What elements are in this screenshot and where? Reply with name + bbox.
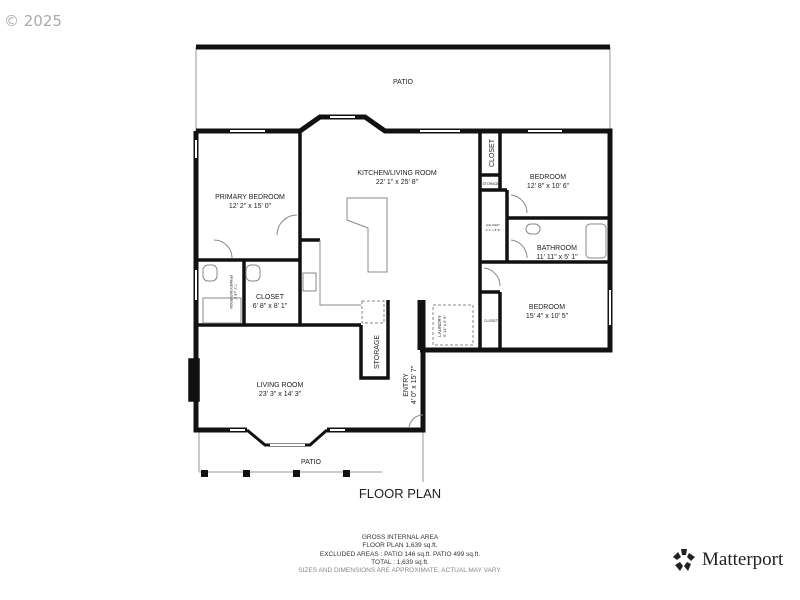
area-excluded: EXCLUDED AREAS : PATIO 146 sq.ft. PATIO … (319, 550, 481, 558)
room-storage-small: STORAGE (482, 182, 500, 186)
stove (302, 272, 317, 292)
room-primary-bathroom-dims: 7' 2" x 8' 1" (233, 284, 237, 300)
room-entry-name: ENTRY (403, 373, 410, 397)
sink (202, 264, 218, 282)
area-summary: GROSS INTERNAL AREA FLOOR PLAN 1,639 sq.… (200, 534, 600, 575)
room-closet-dims: 6' 8" x 8' 1" (253, 303, 288, 310)
room-living-name: LIVING ROOM (257, 382, 304, 389)
patio-posts (201, 470, 350, 477)
bathtub (202, 297, 242, 324)
room-bedroom1-dims: 12' 8" x 10' 6" (527, 183, 570, 190)
bay-windows (246, 428, 328, 447)
washer-dryer (432, 304, 474, 346)
matterport-logo: Matterport (672, 548, 783, 572)
area-heading: GROSS INTERNAL AREA (361, 534, 439, 541)
room-kitchen-name: KITCHEN/LIVING ROOM (357, 170, 437, 177)
area-note: SIZES AND DIMENSIONS ARE APPROXIMATE, AC… (298, 567, 502, 575)
patio-outlines (195, 47, 611, 482)
windows (195, 116, 611, 446)
kitchen-island (346, 197, 388, 273)
room-patio-top: PATIO (393, 79, 414, 86)
floor-plan-title: FLOOR PLAN (359, 486, 441, 501)
room-kitchen-dims: 22' 1" x 25' 8" (376, 179, 419, 186)
room-bathroom-name: BATHROOM (537, 245, 577, 252)
area-floor-plan: FLOOR PLAN 1,639 sq.ft. (362, 542, 438, 550)
room-hallway-name: HALLWAY (486, 223, 500, 227)
room-hallway-dims: 2' 2" x 8' 9" (486, 228, 501, 232)
room-storage: STORAGE (374, 335, 381, 369)
room-laundry-name: LAUNDRY (437, 315, 442, 336)
bathtub (585, 223, 607, 259)
room-bedroom1-name: BEDROOM (530, 174, 566, 181)
area-total: TOTAL : 1,639 sq.ft. (371, 558, 429, 566)
room-closet-top: CLOSET (489, 138, 496, 167)
room-bathroom-dims: 11' 11" x 5' 1" (536, 254, 578, 261)
fixtures (202, 194, 607, 429)
room-patio-bottom: PATIO (301, 459, 322, 466)
room-laundry-dims: 6' 11" x 5' 9" (442, 315, 447, 337)
brand-name: Matterport (702, 549, 784, 570)
room-closet-bedroom2: CLOSET (484, 319, 499, 323)
interior-walls (188, 131, 610, 402)
sink (245, 264, 261, 282)
exterior-walls (193, 44, 613, 433)
room-labels: PATIO KITCHEN/LIVING ROOM 22' 1" x 25' 8… (215, 79, 578, 501)
room-bedroom2-name: BEDROOM (529, 304, 565, 311)
toilet (525, 223, 541, 235)
copyright: © 2025 (4, 12, 62, 30)
room-primary-bathroom-name: PRIMARY BATHROOM (229, 275, 233, 309)
room-primary-bedroom-name: PRIMARY BEDROOM (215, 194, 285, 201)
matterport-logo-icon (673, 549, 695, 571)
room-entry-dims: 4' 0" x 15' 7" (411, 365, 418, 404)
room-closet-name: CLOSET (256, 294, 285, 301)
room-primary-bedroom-dims: 12' 2" x 15' 0" (229, 203, 272, 210)
room-living-dims: 23' 3" x 14' 3" (259, 391, 302, 398)
room-bedroom2-dims: 15' 4" x 10' 5" (526, 313, 569, 320)
